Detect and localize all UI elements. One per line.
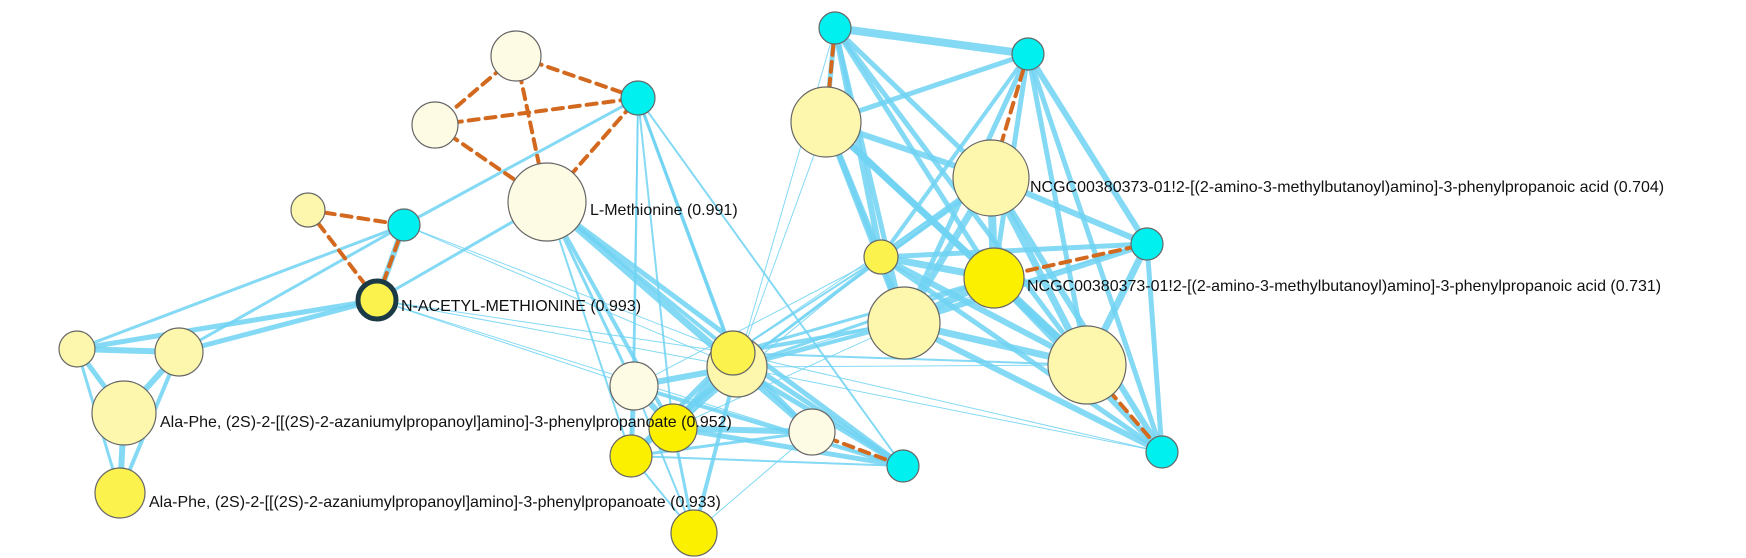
node-c_tr[interactable]	[1011, 37, 1045, 71]
edge-y_y3-y_s2	[672, 256, 882, 429]
edge-c_tr-y_s2	[879, 52, 1030, 259]
edge-y_s2-c_br	[878, 254, 1165, 455]
edge-y_cen-c_br	[901, 320, 1165, 455]
edge-c_left-c_mid	[402, 96, 640, 227]
node-y_s2[interactable]	[863, 239, 899, 275]
node-alaphe952[interactable]	[91, 380, 157, 446]
edge-y_y4-p_bot	[629, 430, 814, 458]
edge-nacetyl-p_lb	[176, 297, 380, 355]
edge-y_y3-c_bot	[670, 425, 906, 469]
node-alaphe933[interactable]	[94, 467, 146, 519]
node-y_y4[interactable]	[609, 434, 653, 478]
edge-y_cl-c_top	[736, 27, 836, 368]
edge-c_mid-c_bot	[637, 97, 904, 467]
node-p_top[interactable]	[490, 30, 542, 82]
node-ncgc731[interactable]	[963, 247, 1025, 309]
edge-c_top-c_tr	[831, 24, 1032, 58]
edge-c_left-p_lb	[177, 223, 406, 354]
label-l-methionine: L-Methionine (0.991)	[590, 202, 738, 219]
node-c_bot[interactable]	[886, 449, 920, 483]
edge-c_left-y_p1	[403, 224, 734, 354]
node-y_small[interactable]	[290, 192, 326, 228]
node-c_right[interactable]	[1130, 227, 1164, 261]
label-ncgc-0731: NCGC00380373-01!2-[(2-amino-3-methylbuta…	[1027, 278, 1661, 295]
edge-y_s2-c_right	[878, 241, 1150, 260]
edge-nacetyl-y_cl	[376, 299, 738, 368]
node-y_p1[interactable]	[710, 330, 756, 376]
edge-p_mid-y_bot	[633, 385, 695, 534]
node-y_cen[interactable]	[867, 286, 941, 360]
node-p_bot[interactable]	[788, 408, 836, 456]
edge-c_top-y_cen	[832, 25, 907, 326]
node-y_bot[interactable]	[670, 509, 718, 557]
edge-y_cl-c_br	[736, 366, 1163, 453]
node-c_left[interactable]	[387, 208, 421, 242]
label-ncgc-0704: NCGC00380373-01!2-[(2-amino-3-methylbuta…	[1030, 179, 1664, 196]
edge-c_tr-c_br	[1025, 51, 1165, 455]
node-l_far[interactable]	[58, 330, 96, 368]
edge-c_mid-y_y3	[637, 97, 674, 429]
label-ala-phe-0933: Ala-Phe, (2S)-2-[[(2S)-2-azaniumylpropan…	[149, 494, 721, 511]
edge-p_mid-c_bot	[632, 384, 905, 468]
edge-y_cl-y_big1	[736, 121, 827, 368]
edge-c_left-l_far	[75, 223, 406, 351]
edge-lmet-y_y4	[546, 201, 632, 457]
node-p_mid[interactable]	[609, 361, 659, 411]
edge-y_y3-y_cen	[672, 322, 905, 429]
node-p_lb[interactable]	[154, 327, 204, 377]
node-c_br[interactable]	[1145, 435, 1179, 469]
edge-nacetyl-p_mid	[376, 299, 635, 387]
node-ncgc704[interactable]	[952, 139, 1030, 217]
node-y_y3[interactable]	[648, 403, 698, 453]
edge-p_bot-y_bot	[693, 431, 813, 534]
edge-c_tr-c_right	[1025, 51, 1150, 247]
node-lmet[interactable]	[507, 162, 587, 242]
edge-y_cen-c_right	[901, 241, 1150, 326]
node-y_big1[interactable]	[790, 86, 862, 158]
edge-ncgc704-c_br	[988, 175, 1165, 455]
label-ala-phe-0952: Ala-Phe, (2S)-2-[[(2S)-2-azaniumylpropan…	[160, 414, 732, 431]
edge-p_mid-y_s2	[633, 256, 882, 387]
node-nacetyl[interactable]	[355, 278, 399, 322]
edge-y_p1-y_s2	[732, 256, 882, 354]
edge-y_y4-c_bot	[630, 455, 904, 467]
edge-y_cl-y_rbig	[736, 364, 1088, 368]
node-p_left[interactable]	[411, 101, 459, 149]
edge-c_left-y_cl	[403, 224, 738, 368]
node-y_rbig[interactable]	[1047, 325, 1127, 405]
dashed-edge-p_left-c_mid	[433, 96, 640, 127]
edge-c_mid-y_p1	[636, 96, 735, 355]
edge-c_right-c_br	[1144, 241, 1165, 455]
nodes	[58, 11, 1179, 557]
label-n-acetyl-methionine: N-ACETYL-METHIONINE (0.993)	[401, 298, 641, 315]
edge-nacetyl-y_p1	[376, 299, 734, 354]
node-c_mid[interactable]	[620, 80, 656, 116]
node-c_top[interactable]	[818, 11, 852, 45]
edge-y_p1-c_br	[732, 352, 1163, 453]
